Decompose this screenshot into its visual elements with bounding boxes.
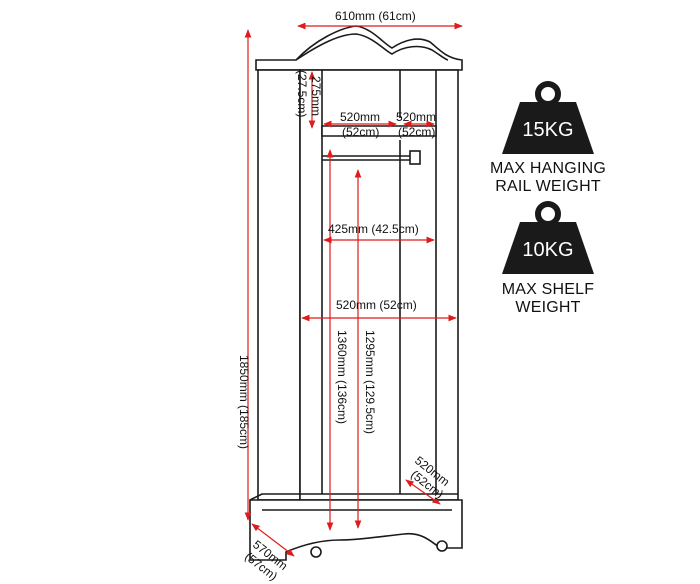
wardrobe-left-side: [257, 69, 301, 501]
dim-top-space-line1: 275mm: [309, 76, 323, 116]
hanging-rail: [322, 150, 421, 165]
weight-value-hanging: 15KG: [522, 119, 573, 141]
weight-label-shelf-line1: MAX SHELF: [502, 281, 595, 298]
base-knob-left: [310, 546, 322, 558]
base-knob-right: [436, 540, 448, 552]
dim-shelf-left-line1: 520mm: [340, 110, 380, 124]
weight-label-shelf-line2: WEIGHT: [515, 299, 580, 316]
weight-label-hanging-line2: RAIL WEIGHT: [495, 178, 601, 195]
wardrobe-base: [249, 499, 463, 561]
dim-top-space-line2: (27.5cm): [295, 70, 309, 117]
wardrobe-front: [299, 69, 459, 501]
weight-icon: [502, 81, 594, 154]
dim-shelf-right-line2: (52cm): [398, 125, 435, 139]
dim-width-top: 610mm (61cm): [335, 9, 416, 23]
weight-block-hanging: 15KG MAX HANGING RAIL WEIGHT: [490, 81, 606, 195]
dim-inner-width: 520mm (52cm): [336, 298, 417, 312]
dim-inner-height-2: 1295mm (129.5cm): [363, 330, 377, 434]
weight-block-shelf: 10KG MAX SHELF WEIGHT: [502, 201, 595, 316]
weight-icon: [502, 201, 594, 274]
weight-value-shelf: 10KG: [522, 239, 573, 261]
wardrobe-crown: [255, 25, 463, 71]
dim-height-total: 1850mm (185cm): [237, 355, 251, 449]
weight-label-hanging-line1: MAX HANGING: [490, 160, 606, 177]
dim-inner-height-1: 1360mm (136cm): [335, 330, 349, 424]
dim-shelf-left-line2: (52cm): [342, 125, 379, 139]
dimension-lines: [244, 22, 463, 557]
dim-shelf-right-line1: 520mm: [396, 110, 436, 124]
wardrobe-shelf: [321, 125, 437, 137]
dim-rail-width: 425mm (42.5cm): [328, 222, 419, 236]
wardrobe-outline: [249, 25, 463, 561]
